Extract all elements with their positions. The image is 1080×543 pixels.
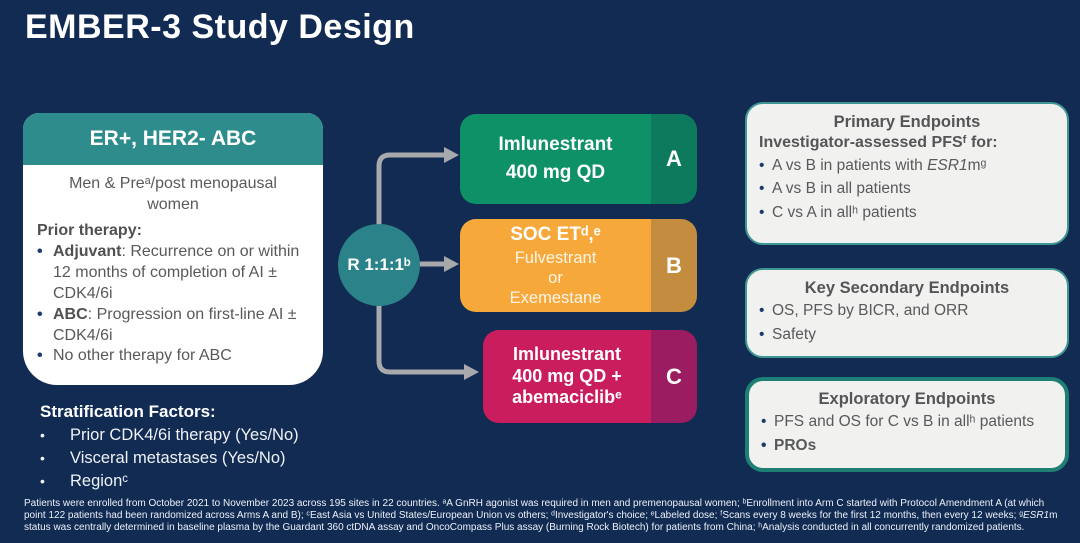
bullet-italic: ESR1 xyxy=(927,157,968,175)
bullet-dot: • xyxy=(761,436,767,454)
bullet-dot: • xyxy=(759,180,765,198)
bullet-text: ABC: Progression on first-line AI ± CDK4… xyxy=(53,305,309,347)
list-item: • C vs A in allʰ patients xyxy=(759,201,1055,224)
exploratory-endpoints-panel: Exploratory Endpoints • PFS and OS for C… xyxy=(745,377,1069,472)
list-item: • Prior CDK4/6i therapy (Yes/No) xyxy=(40,424,299,447)
list-item: • PFS and OS for C vs B in allʰ patients xyxy=(761,410,1053,433)
list-item: • No other therapy for ABC xyxy=(37,346,309,367)
list-item: • Safety xyxy=(759,323,1055,346)
panel-title: Key Secondary Endpoints xyxy=(804,279,1010,297)
arrow-line-top xyxy=(376,152,444,230)
bullet-dot: • xyxy=(40,427,45,443)
key-secondary-endpoints-panel: Key Secondary Endpoints • OS, PFS by BIC… xyxy=(745,268,1069,358)
bullet-dot: • xyxy=(759,157,765,175)
list-item: • Adjuvant: Recurrence on or within 12 m… xyxy=(37,242,309,304)
arm-b-letter-badge: B xyxy=(651,219,697,312)
stratification-label: Stratification Factors: xyxy=(40,402,216,421)
bullet-text: Visceral metastases (Yes/No) xyxy=(70,448,286,467)
arm-a-letter-badge: A xyxy=(651,114,697,204)
bullet-text: C vs A in allʰ patients xyxy=(772,203,917,221)
bullet-pre: A vs B in patients with xyxy=(772,157,928,175)
arm-b-line: Exemestane xyxy=(509,288,602,307)
list-item: • A vs B in patients with ESR1mᵍ xyxy=(759,154,1055,177)
bullet-rest: No other therapy for ABC xyxy=(53,347,232,365)
arm-b-line: or xyxy=(548,268,563,287)
footnote: Patients were enrolled from October 2021… xyxy=(24,498,1064,535)
list-item: • A vs B in all patients xyxy=(759,177,1055,200)
footnote-italic: ESR1 xyxy=(1023,510,1050,522)
population-subtitle: Men & Preᵃ/post menopausal women xyxy=(69,175,277,213)
bullet-text: OS, PFS by BICR, and ORR xyxy=(772,302,969,320)
bullet-dot: • xyxy=(37,305,43,323)
randomization-label: R 1:1:1ᵇ xyxy=(347,255,411,274)
arm-c-line: 400 mg QD + xyxy=(512,365,622,386)
arm-c-line: Imlunestrant xyxy=(512,343,622,364)
arm-c-treatment: Imlunestrant 400 mg QD + abemaciclibᵉ xyxy=(483,330,651,423)
prior-therapy-label: Prior therapy: xyxy=(37,221,142,239)
bullet-post: mᵍ xyxy=(967,157,987,175)
arm-a-treatment: Imlunestrant 400 mg QD xyxy=(460,114,651,204)
primary-endpoints-subtitle: Investigator-assessed PFSᶠ for: xyxy=(759,134,998,152)
bullet-text: Adjuvant: Recurrence on or within 12 mon… xyxy=(53,242,309,304)
bullet-text: PFS and OS for C vs B in allʰ patients xyxy=(774,413,1035,431)
list-item: • OS, PFS by BICR, and ORR xyxy=(759,299,1055,322)
randomization-arrows xyxy=(376,147,479,380)
bullet-dot: • xyxy=(40,472,45,489)
bullet-dot: • xyxy=(759,325,765,343)
bullet-text: No other therapy for ABC xyxy=(53,346,232,367)
arm-a-line: Imlunestrant xyxy=(498,134,613,156)
panel-title: Primary Endpoints xyxy=(833,113,981,131)
patient-population-box: ER+, HER2- ABC Men & Preᵃ/post menopausa… xyxy=(23,113,323,385)
footnote-pre: Patients were enrolled from October 2021… xyxy=(24,498,1045,522)
bullet-rest: : Recurrence on or within 12 months of c… xyxy=(53,243,300,302)
bullet-text: Prior CDK4/6i therapy (Yes/No) xyxy=(70,426,299,444)
list-item: • Visceral metastases (Yes/No) xyxy=(40,447,299,470)
arm-c-line: abemaciclibᵉ xyxy=(512,387,622,408)
arm-c-letter-badge: C xyxy=(651,330,697,423)
bullet-lead: Adjuvant xyxy=(53,243,122,261)
stratification-factors: Stratification Factors: • Prior CDK4/6i … xyxy=(40,402,299,492)
bullet-text: Regionᶜ xyxy=(70,471,129,490)
bullet-dot: • xyxy=(37,347,43,365)
arrowhead-top-icon xyxy=(444,147,459,163)
arrow-line-bottom xyxy=(376,300,464,375)
arm-b-treatment: SOC ETᵈ,ᵉ Fulvestrant or Exemestane xyxy=(460,219,651,312)
bullet-text: A vs B in all patients xyxy=(772,180,911,198)
list-item: • PROs xyxy=(761,434,1053,457)
arm-b-line: Fulvestrant xyxy=(514,248,597,267)
panel-title: Exploratory Endpoints xyxy=(818,390,996,408)
list-item: • ABC: Progression on first-line AI ± CD… xyxy=(37,305,309,347)
arm-b-title: SOC ETᵈ,ᵉ xyxy=(510,223,601,245)
footnote-post: m status was centrally determined in bas… xyxy=(24,510,1058,534)
list-item: • Regionᶜ xyxy=(40,470,299,493)
bullet-dot: • xyxy=(761,413,767,431)
bullet-dot: • xyxy=(37,243,43,261)
page-title: EMBER-3 Study Design xyxy=(25,8,415,46)
arm-c-box: Imlunestrant 400 mg QD + abemaciclibᵉ C xyxy=(483,330,697,423)
primary-endpoints-panel: Primary Endpoints Investigator-assessed … xyxy=(745,102,1069,245)
patient-box-header: ER+, HER2- ABC xyxy=(23,113,323,165)
patient-box-body: Men & Preᵃ/post menopausal women Prior t… xyxy=(23,165,323,367)
arm-b-box: SOC ETᵈ,ᵉ Fulvestrant or Exemestane B xyxy=(460,219,697,312)
bullet-dot: • xyxy=(759,302,765,320)
arrowhead-middle-icon xyxy=(444,256,459,272)
randomization-circle: R 1:1:1ᵇ xyxy=(338,224,420,306)
bullet-text: A vs B in patients with ESR1mᵍ xyxy=(772,154,986,177)
bullet-rest: : Progression on first-line AI ± CDK4/6i xyxy=(53,305,297,344)
arm-a-box: Imlunestrant 400 mg QD A xyxy=(460,114,697,204)
arrowhead-bottom-icon xyxy=(464,364,479,380)
bullet-dot: • xyxy=(40,449,45,466)
bullet-dot: • xyxy=(759,203,765,221)
bullet-text: PROs xyxy=(774,436,817,454)
bullet-text: Safety xyxy=(772,325,816,343)
bullet-lead: ABC xyxy=(53,305,88,323)
arm-a-line: 400 mg QD xyxy=(505,162,606,183)
